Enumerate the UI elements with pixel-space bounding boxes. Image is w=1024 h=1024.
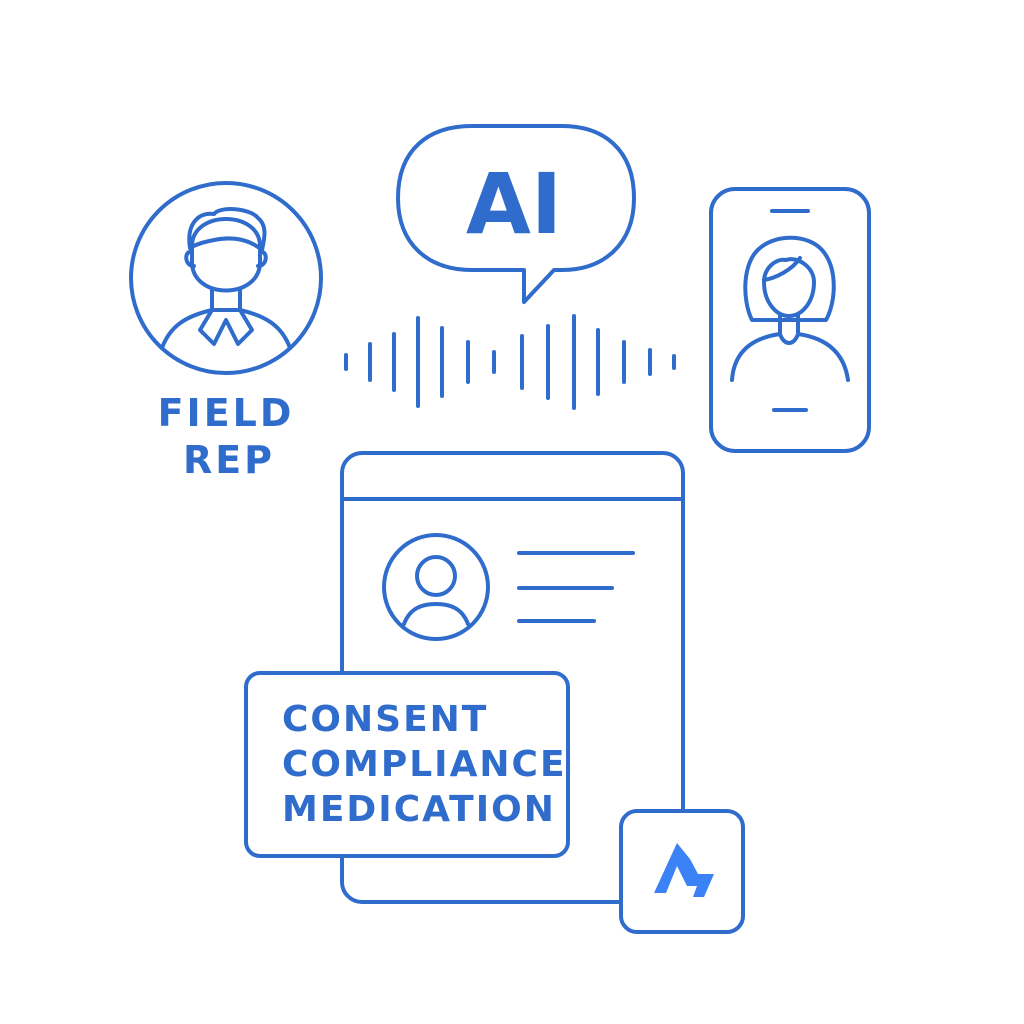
profile-circle-icon xyxy=(382,533,490,641)
smartphone-icon xyxy=(709,187,871,453)
lightning-icon xyxy=(654,843,714,897)
ai-bubble-text: AI xyxy=(466,155,562,253)
tag-medication: MEDICATION xyxy=(282,789,556,830)
field-rep-label-line2: REP xyxy=(183,438,275,482)
woman-user-icon xyxy=(730,235,850,382)
field-rep-avatar-icon xyxy=(129,181,323,375)
sound-wave-icon xyxy=(344,314,676,410)
speech-bubble-icon xyxy=(396,124,636,304)
text-lines-icon xyxy=(517,551,635,623)
tags-card xyxy=(244,671,570,858)
tag-consent: CONSENT xyxy=(282,699,488,740)
field-rep-label-line1: FIELD xyxy=(158,391,295,435)
tag-compliance: COMPLIANCE xyxy=(282,744,567,785)
